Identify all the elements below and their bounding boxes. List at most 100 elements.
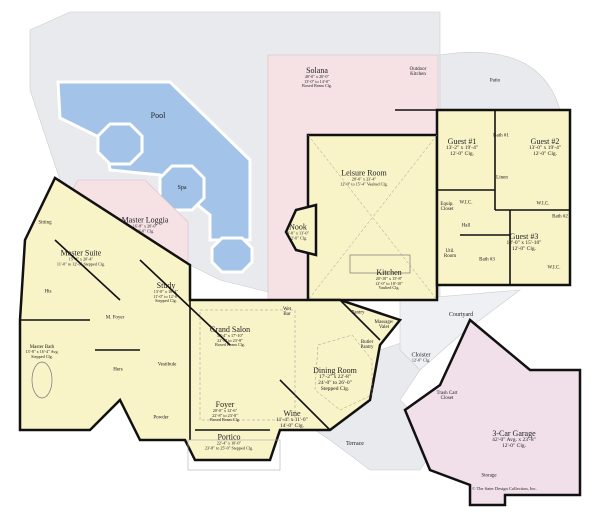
room-name: Grand Salon xyxy=(209,325,251,335)
pool-corner-octagon xyxy=(96,122,144,166)
room-vestibule: Vestibule xyxy=(158,362,177,367)
room-hers: Hers xyxy=(113,367,122,372)
room-name: Spa xyxy=(177,184,187,191)
room-dims: 12'-0" Clg. xyxy=(511,246,537,253)
bathtub xyxy=(31,361,53,399)
room-name: Master Bath xyxy=(29,344,55,350)
room-m-foyer: M. Foyer xyxy=(105,315,125,320)
room-name: Bath #1 xyxy=(493,133,509,139)
room-name: Guest #3 xyxy=(509,232,539,242)
room-dims: 28'-0" x 23'-4" xyxy=(351,176,377,182)
room-storage: Storage xyxy=(481,473,496,478)
room-dims: 12'-0" Clg. xyxy=(532,151,558,158)
room-butler-pantry: Butler Pantry xyxy=(359,340,375,351)
room-dims: 30'-4" x 17'-10" xyxy=(216,333,244,339)
room-name: Util. Room xyxy=(443,248,457,259)
room-name: Leisure Room xyxy=(341,168,387,178)
room-dims: 42'-0" Avg. x 23'-8" xyxy=(492,437,536,444)
room-name: Equip. Closet xyxy=(440,201,454,212)
room-name: M. Foyer xyxy=(105,315,125,321)
room-dims: 24'-0" to 26'-0" xyxy=(318,380,352,387)
room-dims: 12'-0" Clg. xyxy=(288,235,308,241)
room-dims: 14'-0" Clg. xyxy=(279,423,305,430)
portico-steps xyxy=(187,439,281,471)
room-dims: 9'-0" x 13'-0" xyxy=(286,230,310,236)
room-dims: Stepped Clg. xyxy=(320,386,350,393)
room-dims: 13'-0" to 14'-0" xyxy=(304,78,330,84)
room-dims: 13'-8" x 16'-4" Avg. xyxy=(25,349,59,355)
room-dims: 13'-0" x 19'-4" xyxy=(528,145,562,152)
courtyard-area xyxy=(399,289,522,371)
interior-walls xyxy=(20,109,570,440)
room-name: Portico xyxy=(217,432,241,442)
room-dims: 11'-0" to 12'-0" xyxy=(153,293,179,299)
room-name: Master Loggia xyxy=(121,215,169,225)
room-name: Vestibule xyxy=(157,362,177,368)
room-wic2: W.I.C. xyxy=(536,201,549,206)
room-dims: 12'-0" Clg. xyxy=(449,151,475,158)
room-name: Wet Bar xyxy=(283,306,291,317)
room-name: Powder xyxy=(153,415,169,421)
room-util: Util. Room xyxy=(443,249,457,260)
room-massage: Massage/ Valet xyxy=(373,320,395,331)
room-dims: 17'-2" x 22'-8" xyxy=(318,374,352,381)
room-courtyard: Courtyard xyxy=(449,312,473,318)
garage-area xyxy=(403,317,582,507)
room-trash-cart-closet: Trash Cart Closet xyxy=(436,391,458,402)
pool-step-circle xyxy=(210,236,254,274)
room-name: Master Suite xyxy=(60,248,102,258)
room-spa: Spa xyxy=(178,185,187,191)
room-dims: 22'-8" to 23'-8" xyxy=(217,337,243,343)
room-pantry: Pantry xyxy=(351,310,364,315)
room-bath3: Bath #3 xyxy=(479,257,495,262)
kitchen-island xyxy=(349,254,411,274)
room-name: Bath #3 xyxy=(479,257,495,263)
room-hall: Hall xyxy=(462,223,471,228)
room-powder: Powder xyxy=(153,415,168,420)
room-bath2: Bath #2 xyxy=(552,214,568,219)
room-name: Foyer xyxy=(215,400,235,410)
room-name: Butler Pantry xyxy=(360,339,374,350)
room-dims: 20'-10" x 15'-8" xyxy=(375,276,403,282)
room-name: Storage xyxy=(481,473,497,479)
room-name: Bath #2 xyxy=(552,214,568,220)
room-dims: 11'-0" to 12'-0" Stepped Clg. xyxy=(56,261,106,267)
room-dims: 13'-2" x 19'-4" xyxy=(445,145,479,152)
room-his: His xyxy=(45,289,52,294)
room-dims: 22'-8" to 23'-8" xyxy=(212,412,238,418)
room-dims: Boxed Beam Clg. xyxy=(215,342,245,348)
room-dims: 15'-4" x 20'-4" xyxy=(68,256,94,262)
room-dims: 12'-0" x 15'-10" xyxy=(506,240,542,247)
room-wic1: W.I.C. xyxy=(459,200,472,205)
room-name: Massage/ Valet xyxy=(374,319,394,330)
room-dims: Boxed Beam Clg. xyxy=(302,83,332,89)
ceiling-lines xyxy=(199,134,438,421)
room-dims: 13'-0" x 18'-4" xyxy=(153,289,179,295)
room-name: Sitting xyxy=(38,220,52,226)
room-name: Cloister xyxy=(411,352,431,359)
room-name: Kitchen xyxy=(376,268,402,278)
room-name: Nook xyxy=(289,222,307,232)
room-dims: 12'-0" Clg. xyxy=(135,228,155,234)
room-name: Patio xyxy=(489,78,501,84)
room-name: W.I.C. xyxy=(459,200,473,206)
room-name: Linen xyxy=(496,175,508,181)
guest-wing xyxy=(435,108,572,287)
nook-block xyxy=(284,203,318,257)
room-name: Guest #2 xyxy=(530,137,560,147)
spa xyxy=(158,164,206,212)
